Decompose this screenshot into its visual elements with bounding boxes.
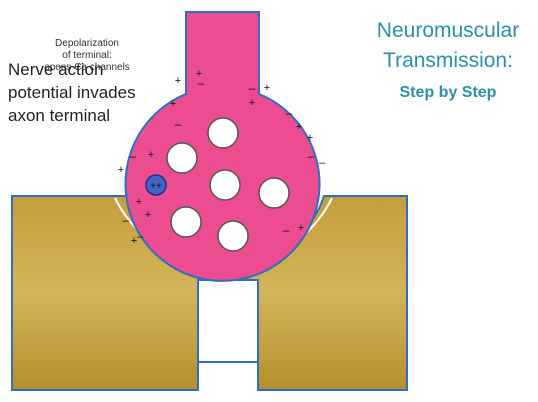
junctional-fold (198, 280, 258, 362)
vesicle (210, 170, 240, 200)
charge-plus: + (175, 75, 181, 87)
caption-line-2: potential invades (8, 81, 173, 104)
diagram-subtitle: Step by Step (348, 84, 538, 102)
charge-minus: – (249, 81, 256, 95)
caption-line-1: Nerve action (8, 58, 173, 81)
diagram-title: Neuromuscular Transmission: (348, 16, 538, 76)
vesicle (208, 118, 238, 148)
charge-minus: – (319, 157, 326, 169)
charge-minus: – (286, 106, 293, 120)
charge-minus: – (137, 231, 144, 243)
charge-plus: + (296, 121, 302, 133)
charge-plus: + (298, 222, 304, 234)
annotation-line-1: Depolarization (22, 38, 152, 50)
vesicle (167, 143, 197, 173)
charge-minus: – (123, 213, 130, 227)
charge-plus: + (249, 97, 255, 109)
charge-minus: – (198, 76, 205, 90)
caption-line-3: axon terminal (8, 104, 173, 127)
title-line-2: Transmission: (348, 46, 538, 76)
vesicle (218, 221, 248, 251)
charge-minus: – (283, 223, 290, 237)
calcium-ions: ++ (150, 181, 162, 192)
charge-plus: + (148, 149, 154, 161)
charge-plus: + (307, 132, 313, 144)
vesicle (259, 178, 289, 208)
charge-plus: + (145, 209, 151, 221)
charge-minus: – (308, 149, 315, 163)
title-line-1: Neuromuscular (348, 16, 538, 46)
charge-plus: + (136, 196, 142, 208)
charge-plus: + (264, 82, 270, 94)
charge-minus: – (130, 149, 137, 163)
charge-minus: – (175, 117, 182, 131)
step-caption: Nerve action potential invades axon term… (8, 58, 173, 127)
vesicle (171, 207, 201, 237)
charge-plus: + (118, 164, 124, 176)
